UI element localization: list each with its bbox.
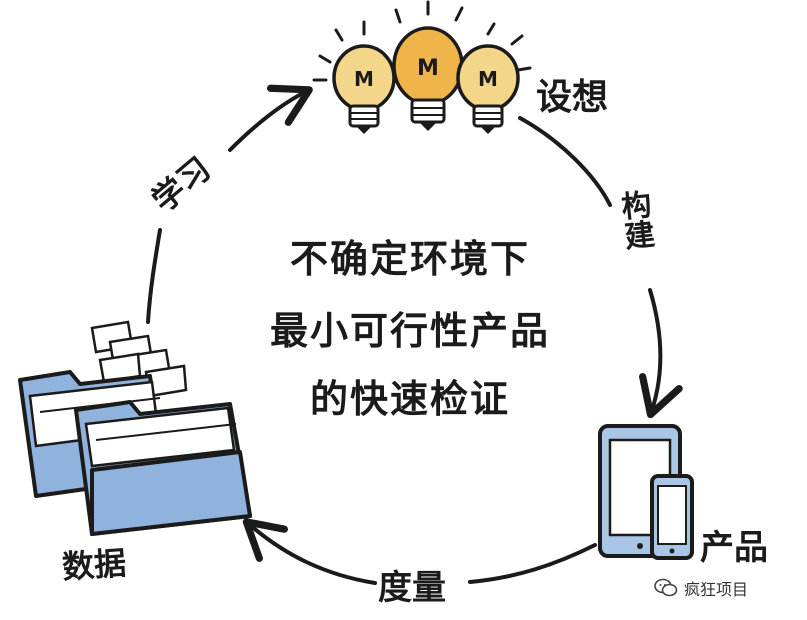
stage-idea-label: 设想 bbox=[536, 77, 609, 118]
folder-front-flap bbox=[90, 450, 252, 536]
bulb-group: M M M bbox=[312, 0, 532, 134]
center-line-2: 最小可行性产品 bbox=[269, 309, 550, 353]
center-line-1: 不确定环境下 bbox=[289, 237, 530, 281]
arc-measure-to-data bbox=[242, 518, 377, 585]
bulb-center-mark: M bbox=[417, 56, 439, 81]
stage-product-label: 产品 bbox=[700, 528, 768, 568]
arc-data-to-learn bbox=[146, 228, 162, 324]
center-line-3: 的快速检证 bbox=[309, 377, 510, 421]
bulb-rays bbox=[312, 0, 532, 82]
wechat-icon bbox=[654, 578, 678, 597]
bulb-left-mark: M bbox=[354, 67, 374, 91]
arc-product-to-measure bbox=[468, 543, 597, 584]
stage-build-label: 构建 bbox=[613, 188, 656, 252]
bulb-right-mark: M bbox=[478, 67, 498, 91]
arc-build-to-product bbox=[639, 288, 683, 419]
phone-group bbox=[598, 424, 694, 560]
paper-stack bbox=[90, 320, 188, 398]
bulb-center: M bbox=[392, 26, 464, 131]
bulb-left: M bbox=[332, 44, 396, 134]
stage-data-label: 数据 bbox=[60, 543, 128, 587]
folder-group bbox=[18, 320, 252, 536]
watermark: 疯狂项目 bbox=[654, 576, 748, 600]
stage-measure-label: 度量 bbox=[378, 568, 446, 608]
watermark-text: 疯狂项目 bbox=[684, 580, 749, 599]
arc-idea-to-build bbox=[518, 116, 612, 207]
bulb-right: M bbox=[456, 44, 520, 134]
arc-learn-to-idea bbox=[228, 84, 313, 152]
